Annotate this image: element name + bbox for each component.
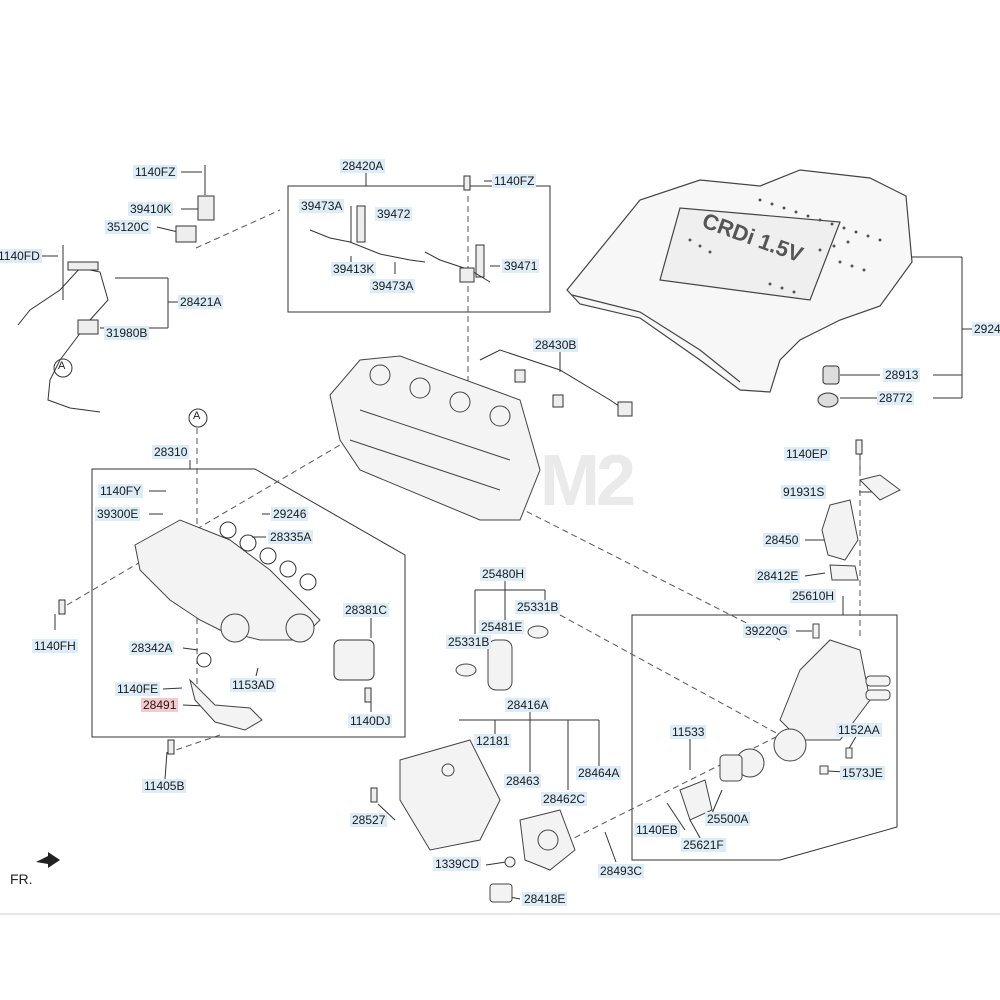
label-28491-highlighted: 28491 [141,698,179,712]
label-28418e: 28418E [522,892,568,906]
thermostat-housing [679,474,901,821]
hoses-25480h [455,625,549,691]
label-1140fz-right: 1140FZ [492,174,537,188]
label-28420a: 28420A [340,159,386,173]
bracket-39410k [197,195,215,221]
label-91931s: 91931S [781,485,827,499]
label-28464a: 28464A [576,766,622,780]
label-1140dj: 1140DJ [348,714,393,728]
label-1140fd: 1140FD [0,249,42,263]
label-28416a: 28416A [505,698,551,712]
label-28450: 28450 [763,533,801,547]
front-direction-label: FR. [10,871,33,887]
sensor-35120c [175,225,197,243]
label-29246: 29246 [271,507,309,521]
label-1152aa: 1152AA [836,723,882,737]
ref-marker-a-left: A [58,360,66,372]
label-31980b: 31980B [104,326,150,340]
watermark: M2 [540,441,636,521]
label-1140eb: 1140EB [634,823,680,837]
label-39473a-top: 39473A [299,199,345,213]
label-25621f: 25621F [681,838,726,852]
label-11405b: 11405B [142,779,187,793]
label-25481e: 25481E [479,620,525,634]
label-39413k: 39413K [331,262,377,276]
label-28463: 28463 [504,774,542,788]
label-28527: 28527 [350,813,388,827]
wiring-28430b [479,349,626,411]
label-25500a: 25500A [705,812,751,826]
label-39472: 39472 [375,207,413,221]
label-39471: 39471 [502,259,540,273]
intake-manifold [134,519,321,731]
label-25610h: 25610H [790,589,837,603]
label-12181: 12181 [474,734,512,748]
label-28430b: 28430B [533,338,579,352]
label-35120c: 35120C [105,220,152,234]
label-1140fy: 1140FY [98,484,144,498]
label-28772: 28772 [877,391,915,405]
cylinder-head [329,355,541,521]
label-1140fh: 1140FH [32,639,78,653]
egr-cooler [399,739,576,903]
valve-28381c [333,639,375,681]
label-28913: 28913 [883,368,921,382]
label-2924: 2924 [972,322,1000,336]
gasket-28335a [219,521,317,591]
label-28310: 28310 [152,445,190,459]
label-28335a: 28335A [268,530,314,544]
label-28381c: 28381C [343,603,390,617]
label-1153ad: 1153AD [230,678,277,692]
label-1140ep: 1140EP [784,447,830,461]
label-1140fe: 1140FE [115,682,161,696]
label-1140fz-top: 1140FZ [133,165,178,179]
engine-cover [566,169,913,393]
box-28420a [287,185,551,313]
bolts [58,175,863,803]
label-25331b-right: 25331B [515,600,561,614]
label-25331b-left: 25331B [446,635,492,649]
box-28310 [91,468,406,738]
grommet-28913 [822,365,840,385]
label-28342a: 28342A [129,641,175,655]
label-39473a-bottom: 39473A [370,279,416,293]
label-39410k: 39410K [128,202,174,216]
label-28462c: 28462C [541,792,588,806]
label-28421a: 28421A [178,295,224,309]
label-1573je: 1573JE [840,766,885,780]
label-28493c: 28493C [598,864,645,878]
label-28412e: 28412E [755,569,801,583]
grommet-28772 [817,392,839,408]
label-25480h: 25480H [480,567,527,581]
label-39220g: 39220G [743,624,790,638]
front-arrow [36,852,60,868]
box-25610h [631,614,898,861]
label-11533: 11533 [670,725,707,739]
label-39300e: 39300E [95,507,141,521]
cover-dots [688,198,882,294]
label-1339cd: 1339CD [433,857,482,871]
ref-marker-a-center: A [193,410,201,422]
